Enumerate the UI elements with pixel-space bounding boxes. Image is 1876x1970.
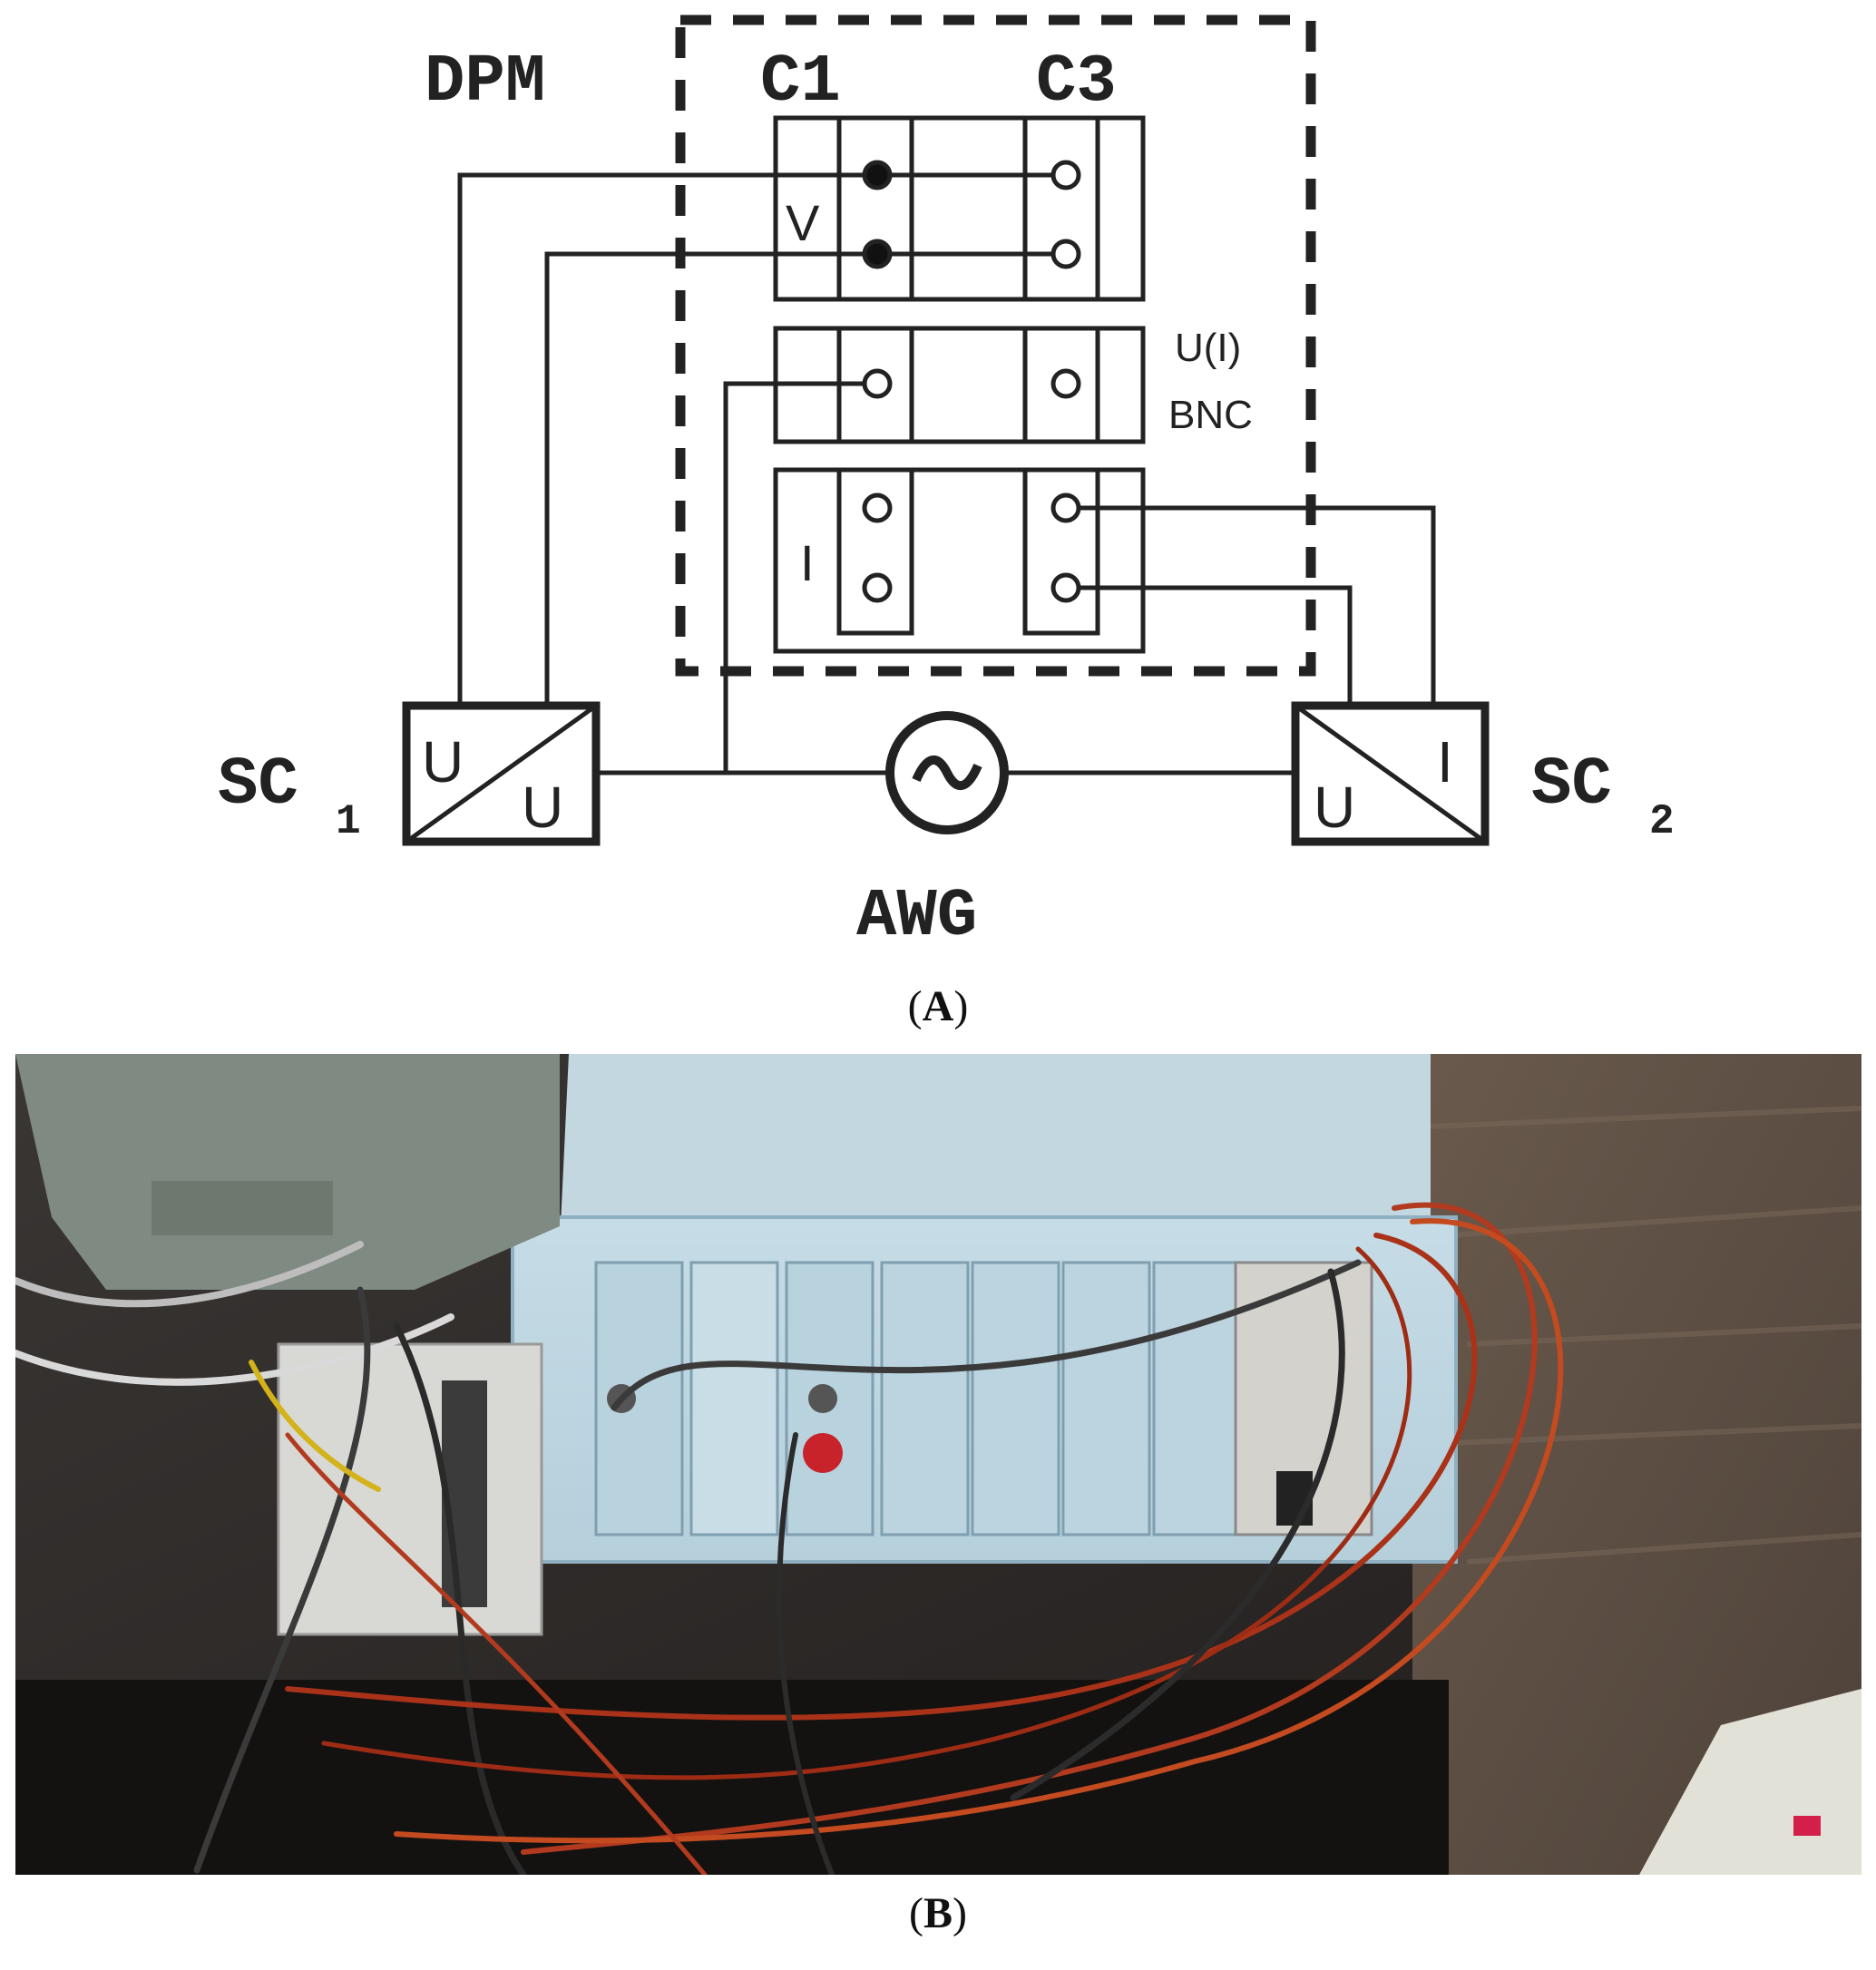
lab-setup-photo [15,1054,1861,1875]
signal-conditioner-module [277,1342,543,1636]
wiring-schematic: DPM C1 C3 V U(I) BNC I SC 1 SC 2 U U U I… [218,15,1675,955]
voltage-terminal-block [773,115,1146,302]
ui-label: U(I) [1175,326,1241,370]
sc2-converter-box [1291,701,1490,846]
sc1-converter-box [402,701,601,846]
awg-source-icon [885,711,1009,834]
wire-bnc-awg [723,381,877,773]
bnc-label: BNC [1168,393,1253,437]
sc1-label: SC [218,747,298,824]
wire-c1-v-bottom [544,251,1066,706]
wire-c3-i-top [1066,505,1436,706]
sc1-output-label: U [522,775,563,840]
c3-i-terminal [1050,572,1081,603]
sc2-input-label: U [1314,775,1355,840]
sc2-output-label: I [1437,729,1453,795]
current-terminal-block [773,467,1146,654]
c1-i-terminal [862,572,893,603]
c1-label: C1 [760,44,841,121]
dpm-label: DPM [425,44,545,121]
c1-bnc-terminal [862,368,893,399]
c3-v-terminal [1050,160,1081,190]
awg-label: AWG [856,879,977,955]
sc2-label: SC [1531,747,1612,824]
c1-i-terminal [862,492,893,523]
v-label: V [786,194,820,251]
sc1-input-label: U [422,729,464,795]
c3-v-terminal [1050,239,1081,269]
c1-v-terminal-filled [862,160,893,190]
i-label: I [800,534,815,591]
caption-b: (B) [909,1889,967,1937]
sc2-subscript: 2 [1649,798,1675,845]
sc1-subscript: 1 [336,798,361,845]
c3-i-terminal [1050,492,1081,523]
dpm-enclosure [675,15,1316,677]
c3-bnc-terminal [1050,368,1081,399]
c1-v-terminal-filled [862,239,893,269]
wire-c3-i-bottom [1066,585,1353,706]
caption-a: (A) [907,982,969,1030]
c3-label: C3 [1036,44,1117,121]
